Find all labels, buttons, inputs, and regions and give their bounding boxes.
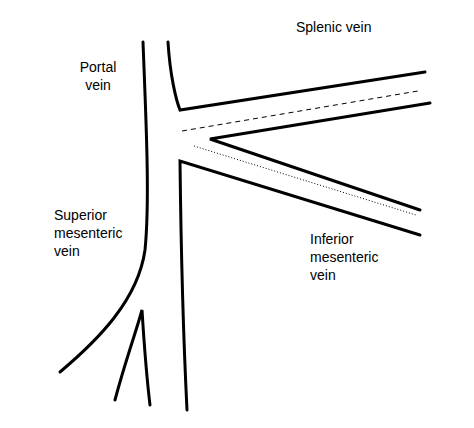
vein-label: Superior mesenteric vein <box>54 206 134 260</box>
vein-wall <box>168 42 425 110</box>
vein-label: Splenic vein <box>296 18 416 36</box>
vein-wall <box>210 103 430 210</box>
vein-label: Inferior mesenteric vein <box>310 230 392 284</box>
dotted-guide <box>194 146 416 215</box>
dashed-guide <box>182 91 418 131</box>
vein-wall <box>115 310 150 405</box>
vein-wall <box>180 161 420 410</box>
vein-label: Portal vein <box>70 58 126 94</box>
